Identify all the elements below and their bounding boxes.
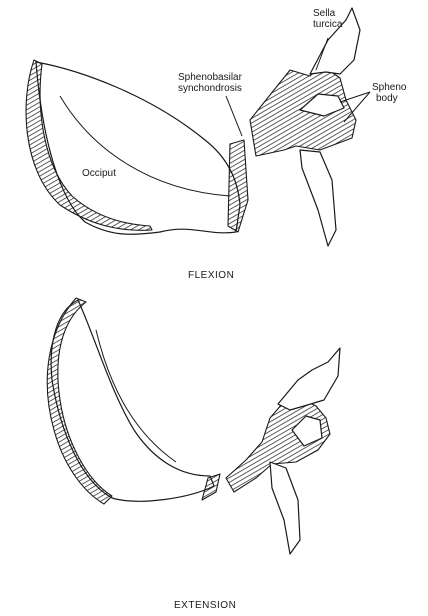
label-sphenobasilar-synchondrosis: Sphenobasilar synchondrosis — [178, 72, 242, 94]
label-spheno-body-line1: Spheno — [372, 82, 406, 93]
label-sphenobasilar-line1: Sphenobasilar — [178, 72, 242, 83]
label-spheno-body: Spheno body — [372, 82, 406, 104]
extension-pterygoid-process — [270, 462, 300, 554]
label-sphenobasilar-line2: synchondrosis — [178, 83, 242, 94]
flexion-synchondrosis-pointer — [226, 96, 242, 136]
flexion-pterygoid-process — [300, 150, 336, 246]
caption-flexion: FLEXION — [188, 270, 234, 281]
label-spheno-body-line2: body — [372, 93, 406, 104]
flexion-basilar-part — [228, 140, 248, 232]
label-sella-turcica: Sella turcica — [313, 8, 342, 30]
extension-figure — [47, 298, 340, 554]
label-sella-turcica-line1: Sella — [313, 8, 342, 19]
caption-extension: EXTENSION — [174, 600, 236, 611]
flexion-figure — [26, 8, 370, 246]
extension-clinoid-process — [278, 348, 340, 410]
label-occiput: Occiput — [82, 168, 116, 179]
label-sella-turcica-line2: turcica — [313, 19, 342, 30]
